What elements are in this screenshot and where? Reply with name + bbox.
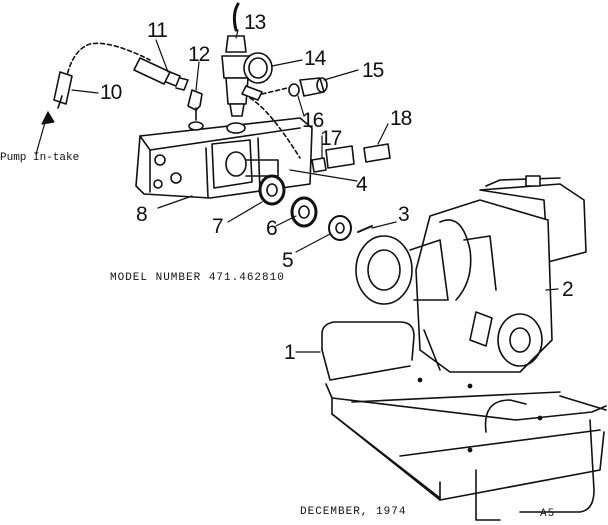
label-7: 7 [212, 215, 224, 238]
intake-hose [53, 42, 151, 109]
label-11: 11 [147, 19, 168, 42]
date-caption: DECEMBER, 1974 [300, 506, 407, 518]
label-10: 10 [100, 81, 122, 104]
part-8-pump-body [135, 117, 313, 199]
label-14: 14 [304, 47, 326, 70]
label-13: 13 [244, 11, 266, 34]
part-7-gear [258, 174, 286, 206]
label-16: 16 [302, 109, 324, 132]
part-3-screw [357, 225, 373, 233]
label-8: 8 [136, 203, 148, 226]
label-3: 3 [398, 203, 410, 226]
label-4: 4 [356, 173, 368, 196]
label-1: 1 [284, 341, 296, 364]
part-11-fitting [133, 57, 189, 91]
label-5: 5 [282, 249, 294, 272]
part-6-gear [290, 196, 318, 228]
label-2: 2 [562, 278, 574, 301]
leader-lines [35, 29, 559, 353]
pump-intake-label: Pump In-take [0, 152, 80, 164]
label-15: 15 [362, 59, 384, 82]
label-18: 18 [390, 107, 412, 130]
part-17-18-coupling [249, 97, 391, 173]
label-12: 12 [188, 43, 210, 66]
page-code: A5 [540, 508, 556, 520]
part-2-engine [355, 175, 587, 373]
model-number-caption: MODEL NUMBER 471.462810 [110, 272, 285, 284]
part-1-base-frame [321, 321, 607, 521]
part-12-elbow [187, 89, 203, 121]
label-17: 17 [320, 127, 342, 150]
part-14-gauge [241, 52, 273, 101]
part-16-washer [288, 83, 300, 97]
part-5-gear [328, 215, 352, 241]
label-6: 6 [266, 217, 278, 240]
